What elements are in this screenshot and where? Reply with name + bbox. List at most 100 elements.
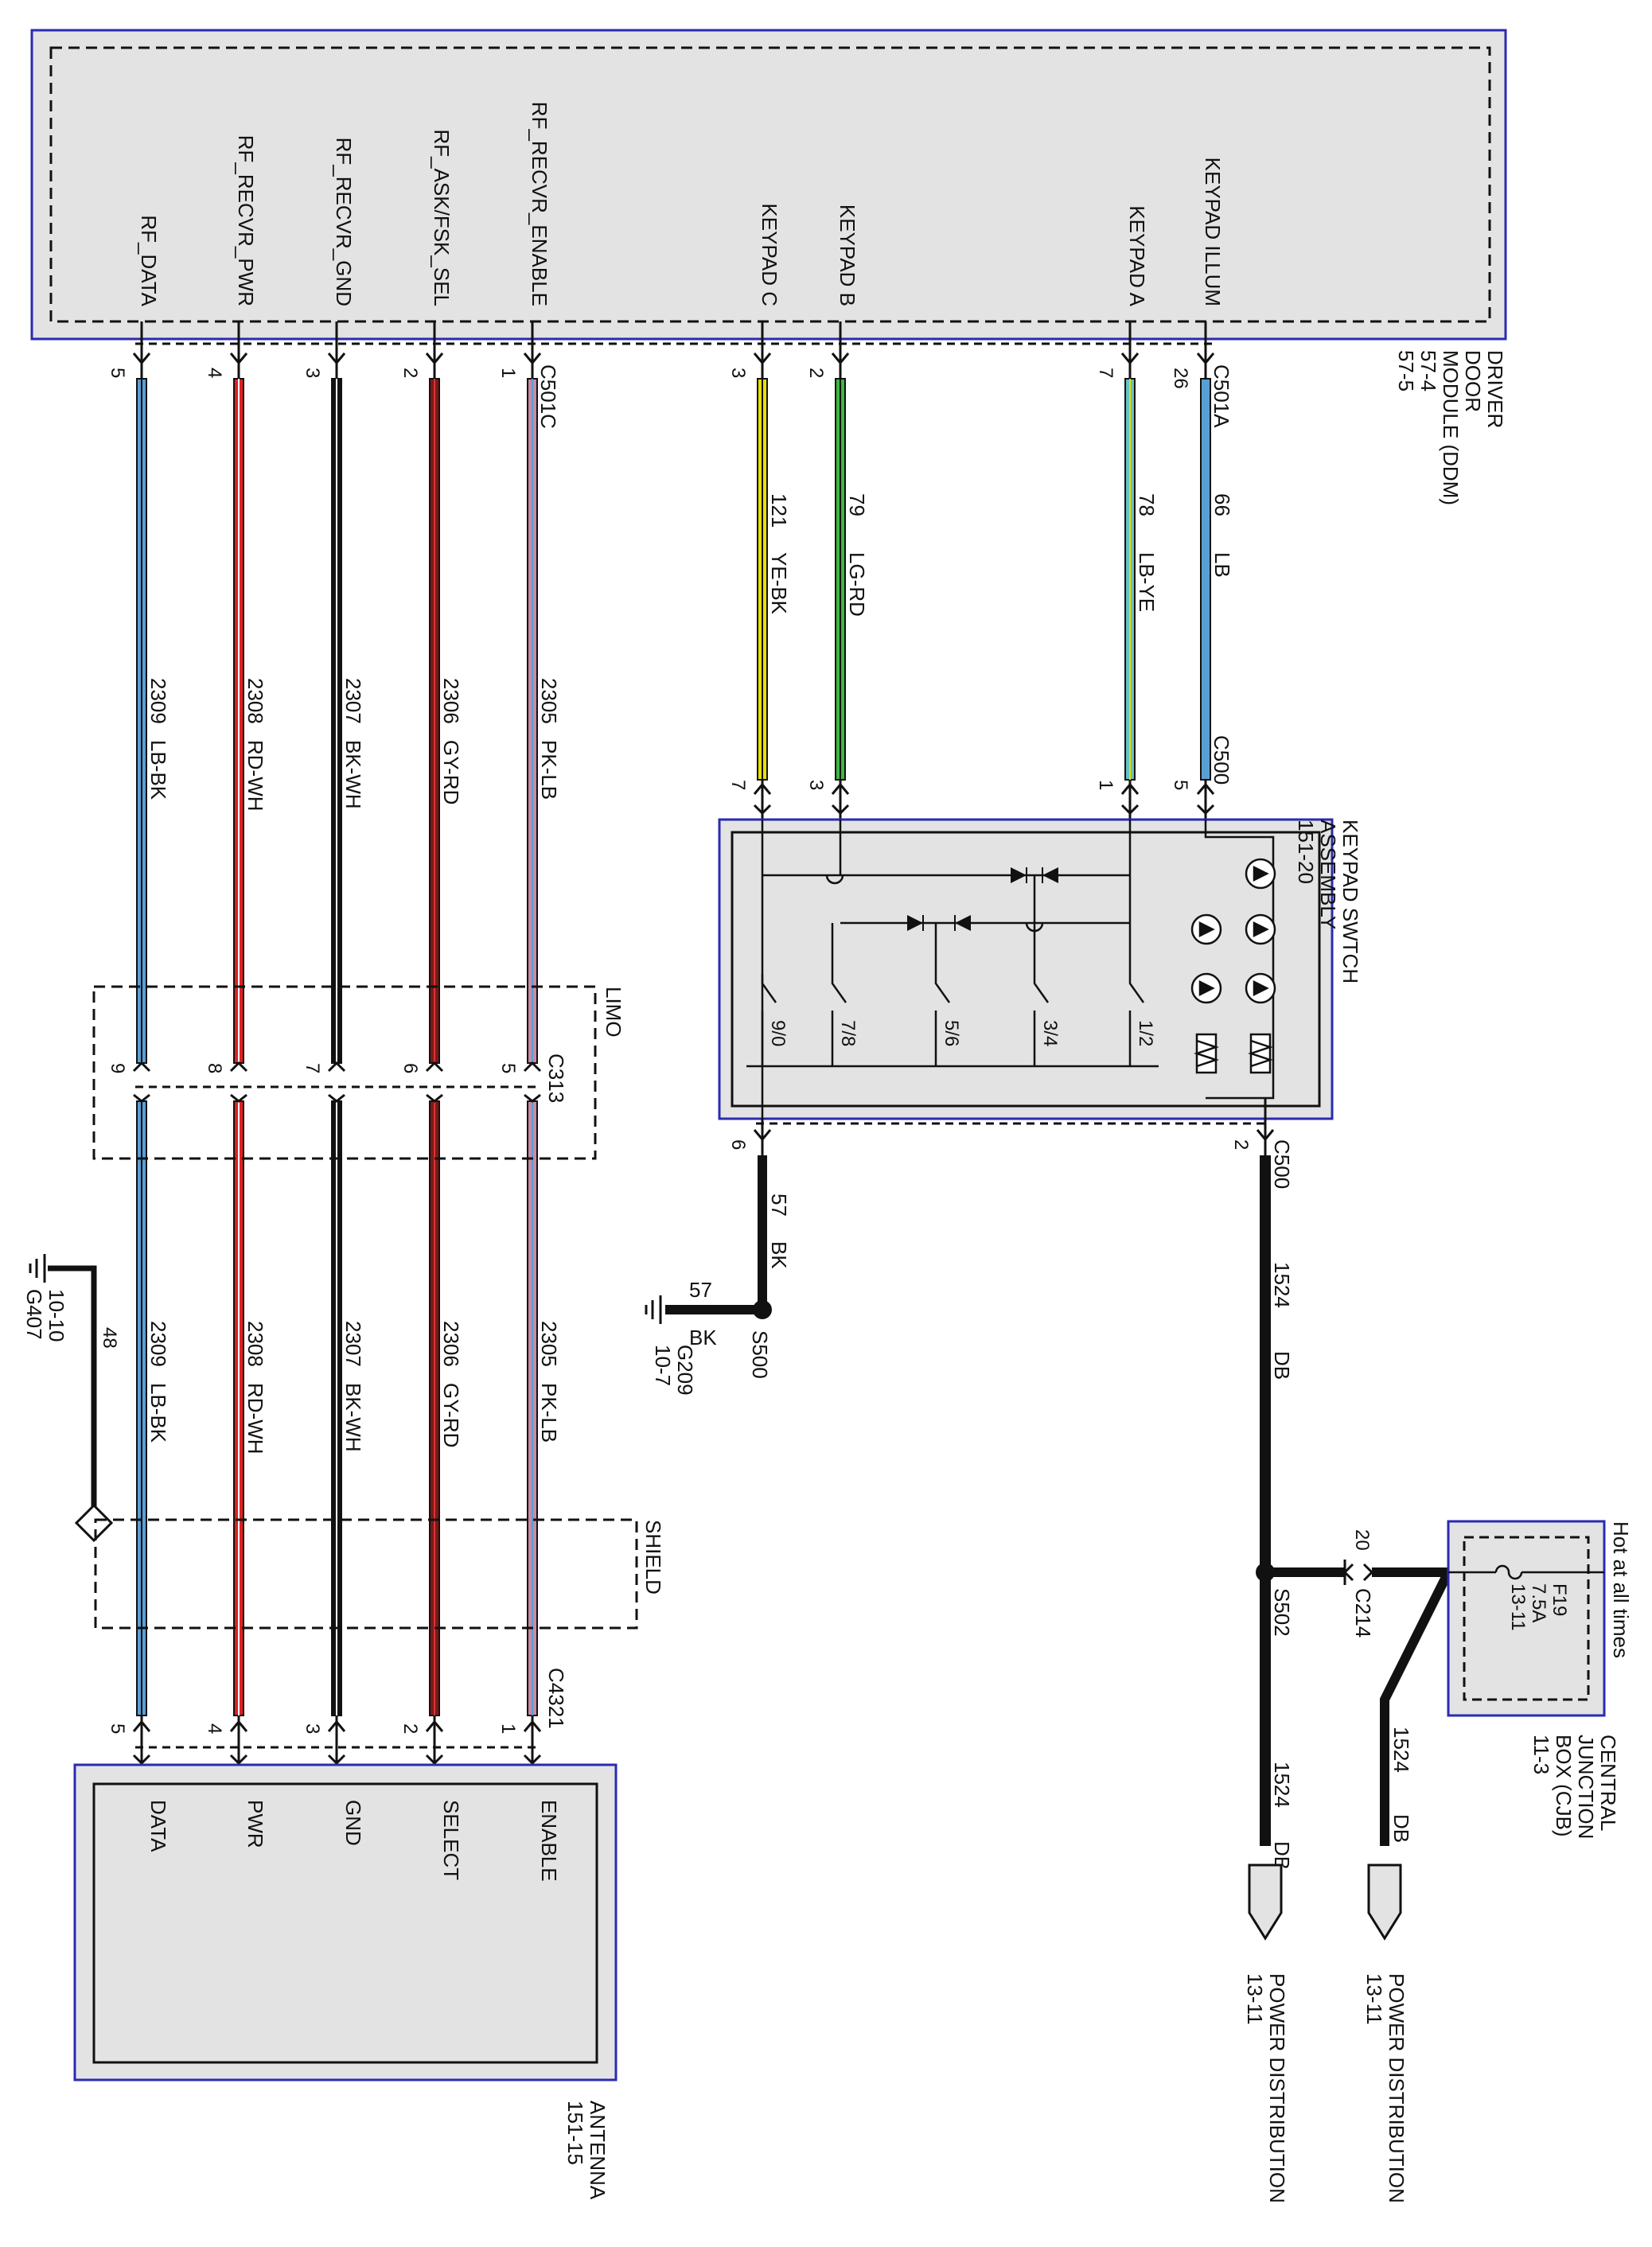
- switch-1-2: 1/2: [1135, 1020, 1156, 1046]
- pin-label-rf-recvr-gnd: RF_RECVR_GND: [332, 138, 356, 306]
- svg-text:2307: 2307: [341, 678, 365, 724]
- antenna-pin-select: SELECT: [439, 1800, 463, 1880]
- svg-text:2: 2: [399, 1723, 421, 1734]
- svg-text:9: 9: [107, 1063, 128, 1073]
- svg-text:LB-BK: LB-BK: [146, 740, 170, 800]
- svg-text:GY-RD: GY-RD: [439, 740, 463, 804]
- svg-text:5: 5: [107, 368, 128, 378]
- svg-text:57: 57: [767, 1194, 791, 1217]
- antenna-module-inner: [92, 1782, 598, 2064]
- keypad-assembly-inner: [731, 831, 1321, 1108]
- svg-text:JUNCTION: JUNCTION: [1574, 1735, 1598, 1839]
- g209-ref: 10-7: [651, 1345, 675, 1386]
- svg-text:3: 3: [805, 780, 827, 790]
- keypad-pin-ground: 6: [727, 1139, 749, 1150]
- keypad-pin-power: 2: [1230, 1139, 1252, 1150]
- cjb-hot-label: Hot at all times: [1609, 1521, 1633, 1658]
- svg-text:3: 3: [302, 1723, 323, 1734]
- g407-ref: 10-10: [45, 1289, 68, 1342]
- c313-label: C313: [544, 1053, 568, 1103]
- svg-text:2309: 2309: [146, 1321, 170, 1367]
- s500-splice: [753, 1300, 772, 1319]
- cjb-box: [1447, 1520, 1606, 1717]
- svg-text:5: 5: [1170, 780, 1191, 790]
- svg-text:BK: BK: [767, 1241, 791, 1269]
- antenna-module-box: [73, 1763, 618, 2081]
- svg-text:2306: 2306: [439, 1321, 463, 1367]
- svg-text:121: 121: [767, 493, 791, 528]
- s500-label: S500: [748, 1330, 772, 1379]
- svg-text:ASSEMBLY: ASSEMBLY: [1316, 820, 1340, 929]
- svg-text:1524: 1524: [1270, 1762, 1294, 1808]
- g407-shield-symbol: [74, 1503, 114, 1543]
- fuse-name: F19: [1549, 1583, 1570, 1616]
- svg-text:LG-RD: LG-RD: [845, 552, 869, 617]
- ddm-module-inner: [49, 46, 1491, 323]
- svg-text:PK-LB: PK-LB: [537, 740, 561, 800]
- pin-label-keypad-a: KEYPAD A: [1125, 205, 1149, 306]
- c500-bottom-label: C500: [1270, 1139, 1294, 1189]
- svg-text:2: 2: [399, 368, 421, 378]
- led-icons: [1190, 858, 1276, 1004]
- keypad-assembly-box: [718, 818, 1334, 1120]
- svg-text:DRIVER: DRIVER: [1483, 350, 1507, 428]
- c501c-label: C501C: [536, 364, 560, 429]
- keypad-wire-121: [757, 378, 768, 781]
- svg-text:RD-WH: RD-WH: [244, 1383, 267, 1455]
- antenna-name: ANTENNA: [586, 2101, 610, 2200]
- antenna-pin-pwr: PWR: [244, 1800, 267, 1848]
- svg-text:57-4: 57-4: [1416, 350, 1440, 391]
- keypad-wire-66: [1200, 378, 1211, 781]
- svg-text:DOOR: DOOR: [1461, 350, 1485, 412]
- pin-label-rf-data: RF_DATA: [137, 215, 161, 306]
- svg-text:2307: 2307: [341, 1321, 365, 1367]
- c501a-label: C501A: [1210, 364, 1233, 428]
- svg-text:78: 78: [1135, 493, 1159, 516]
- ddm-module-box: [30, 29, 1507, 341]
- fuse-ref: 13-11: [1507, 1583, 1529, 1631]
- rf-wire-2305: [527, 378, 538, 1716]
- svg-text:1: 1: [497, 1723, 519, 1734]
- svg-text:POWER DISTRIBUTION: POWER DISTRIBUTION: [1385, 1973, 1408, 2203]
- svg-text:DB: DB: [1270, 1351, 1294, 1380]
- svg-text:26: 26: [1170, 368, 1191, 389]
- c214-pin: 20: [1351, 1529, 1373, 1551]
- svg-text:KEYPAD SWTCH: KEYPAD SWTCH: [1338, 820, 1362, 983]
- pin-label-keypad-b: KEYPAD B: [836, 204, 859, 306]
- cjb-inner: [1463, 1536, 1590, 1701]
- svg-text:CENTRAL: CENTRAL: [1596, 1735, 1620, 1831]
- svg-text:POWER DISTRIBUTION: POWER DISTRIBUTION: [1265, 1973, 1289, 2203]
- svg-text:MODULE (DDM): MODULE (DDM): [1439, 350, 1463, 505]
- svg-text:8: 8: [204, 1063, 225, 1073]
- svg-text:1: 1: [497, 368, 519, 378]
- antenna-pin-enable: ENABLE: [537, 1800, 561, 1882]
- svg-text:PK-LB: PK-LB: [537, 1383, 561, 1443]
- limo-label: LIMO: [602, 987, 625, 1038]
- svg-text:13-11: 13-11: [1362, 1973, 1386, 2025]
- s502-label: S502: [1270, 1588, 1294, 1637]
- keypad-wire-79: [835, 378, 846, 781]
- svg-text:BK: BK: [689, 1326, 717, 1349]
- svg-text:7: 7: [1095, 368, 1116, 378]
- svg-text:6: 6: [399, 1063, 421, 1073]
- svg-text:5: 5: [497, 1063, 519, 1073]
- svg-text:LB-YE: LB-YE: [1135, 552, 1159, 612]
- svg-text:11-3: 11-3: [1529, 1735, 1553, 1774]
- svg-text:1524: 1524: [1270, 1262, 1294, 1308]
- svg-text:2305: 2305: [537, 1321, 561, 1367]
- svg-text:2308: 2308: [244, 678, 267, 724]
- g407-ground-icon: [29, 1254, 46, 1283]
- svg-text:1524: 1524: [1389, 1727, 1413, 1773]
- limo-box: [92, 985, 597, 1160]
- ddm-label: DRIVER DOOR MODULE (DDM) 57-4 57-5: [1394, 350, 1507, 505]
- antenna-pin-data: DATA: [146, 1800, 170, 1852]
- pin-label-rf-ask-fsk-sel: RF_ASK/FSK_SEL: [430, 129, 454, 306]
- rf-wire-2306: [429, 378, 440, 1716]
- svg-text:151-20: 151-20: [1294, 820, 1318, 884]
- svg-text:YE-BK: YE-BK: [767, 552, 791, 615]
- g407-name: G407: [22, 1289, 46, 1340]
- svg-text:1: 1: [1095, 780, 1116, 790]
- keypad-wire-78: [1124, 378, 1136, 781]
- g407-pin: 48: [99, 1327, 120, 1349]
